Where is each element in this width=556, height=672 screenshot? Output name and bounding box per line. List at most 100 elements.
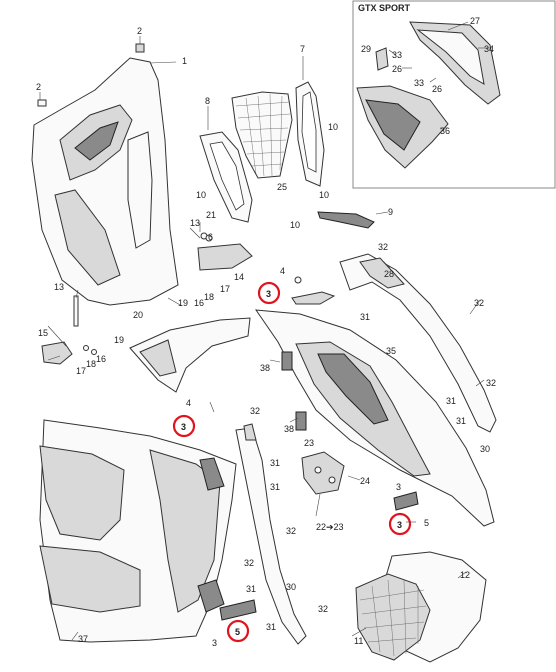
part-7-frame (295, 56, 325, 187)
callout-19-a: 19 (178, 298, 188, 308)
callout-20: 20 (133, 310, 143, 320)
callout-11: 11 (354, 636, 363, 646)
callout-6: 6 (208, 232, 213, 242)
callout-31-bottom: 31 (266, 622, 276, 632)
callout-27: 27 (470, 16, 480, 26)
callout-3-right-pin: 3 (396, 482, 401, 492)
callout-34: 34 (484, 44, 494, 54)
inset-visor-part (409, 21, 501, 105)
callout-4-top: 4 (280, 266, 285, 276)
part-5-pin (219, 491, 419, 621)
callout-12: 12 (460, 570, 470, 580)
callout-32-g: 32 (318, 604, 328, 614)
part-8-frame (199, 106, 253, 223)
callout-7: 7 (300, 44, 305, 54)
callout-32-f: 32 (244, 558, 254, 568)
callout-32-a: 32 (378, 242, 388, 252)
part-9-decal (317, 211, 389, 229)
callout-15: 15 (38, 328, 48, 338)
central-large-panel (254, 309, 495, 527)
callout-33-b: 33 (414, 78, 424, 88)
inset-bracket (375, 47, 389, 71)
callout-5-bottom: 5 (235, 627, 240, 637)
callout-10-a: 10 (328, 122, 338, 132)
callout-3-top: 3 (266, 289, 271, 299)
highlight-circle-3-right (388, 512, 412, 536)
callout-26-a: 26 (392, 64, 402, 74)
callout-38-a: 38 (260, 363, 270, 373)
callout-32-b: 32 (474, 298, 484, 308)
callout-36: 36 (440, 126, 450, 136)
callout-32-d: 32 (250, 406, 260, 416)
callout-14: 14 (234, 272, 244, 282)
callout-32-c: 32 (486, 378, 496, 388)
callout-16-a: 16 (194, 298, 204, 308)
callout-13-a: 13 (190, 218, 200, 228)
callout-24: 24 (360, 476, 370, 486)
part-12-lower-mesh (355, 551, 487, 663)
left-fastener-group (41, 289, 97, 365)
callout-29: 29 (361, 44, 371, 54)
callout-38-b: 38 (284, 424, 294, 434)
callout-16-b: 16 (96, 354, 106, 364)
callout-10-d: 10 (290, 220, 300, 230)
callout-30-b: 30 (286, 582, 296, 592)
highlight-circle-3-left (172, 414, 196, 438)
callout-17-b: 17 (76, 366, 86, 376)
callout-2-left: 2 (36, 82, 41, 92)
callout-33-a: 33 (392, 50, 402, 60)
part-wire-hook (291, 276, 336, 305)
callout-8: 8 (205, 96, 210, 106)
mesh-grid-11 (359, 579, 427, 657)
callout-22-23: 22➔23 (316, 522, 344, 532)
part-1-upper-panel (31, 57, 179, 306)
part-25-mesh (231, 91, 293, 179)
callout-32-e: 32 (286, 526, 296, 536)
callout-31-c: 31 (456, 416, 466, 426)
callout-3-bottom: 3 (212, 638, 217, 648)
callout-30-a: 30 (480, 444, 490, 454)
inset-lower-panel-vent (365, 99, 421, 151)
callout-10-c: 10 (319, 190, 329, 200)
callout-35: 35 (386, 346, 396, 356)
part-23-bracket (301, 451, 345, 495)
part-14-bracket (189, 227, 253, 271)
center-curved-panel (129, 317, 251, 393)
callout-18-a: 18 (204, 292, 214, 302)
callout-31-b: 31 (446, 396, 456, 406)
callout-9: 9 (388, 207, 393, 217)
clip-parts (37, 36, 145, 107)
callout-10-b: 10 (196, 190, 206, 200)
callout-26-b: 26 (432, 84, 442, 94)
gtx-sport-inset: GTX SPORT (352, 0, 556, 189)
callout-21: 21 (206, 210, 216, 220)
callout-31-e: 31 (270, 482, 280, 492)
callout-31-a: 31 (360, 312, 370, 322)
leader-lines (47, 222, 485, 641)
mesh-grid-25 (235, 93, 291, 177)
callout-31-f: 31 (246, 584, 256, 594)
callout-3-left: 3 (181, 422, 186, 432)
part-28-arc (339, 253, 497, 433)
callout-18-b: 18 (86, 359, 96, 369)
callout-25: 25 (277, 182, 287, 192)
callout-31-d: 31 (270, 458, 280, 468)
callout-17-a: 17 (220, 284, 230, 294)
highlight-circle-3-top (257, 281, 281, 305)
callout-23: 23 (304, 438, 314, 448)
callout-19-b: 19 (114, 335, 124, 345)
highlight-circle-5 (226, 619, 250, 643)
callout-2-top: 2 (137, 26, 142, 36)
part-30-lower-arc (235, 423, 307, 645)
highlight-callouts (172, 281, 412, 643)
callout-4-left: 4 (186, 398, 191, 408)
callout-28: 28 (384, 269, 394, 279)
callout-37: 37 (78, 634, 88, 644)
callout-1: 1 (182, 56, 187, 66)
inset-visor-inner (416, 29, 485, 85)
inset-title: GTX SPORT (358, 3, 411, 13)
callout-3-right: 3 (397, 520, 402, 530)
callout-13-b: 13 (54, 282, 64, 292)
part-37-lower-panel (39, 419, 237, 643)
